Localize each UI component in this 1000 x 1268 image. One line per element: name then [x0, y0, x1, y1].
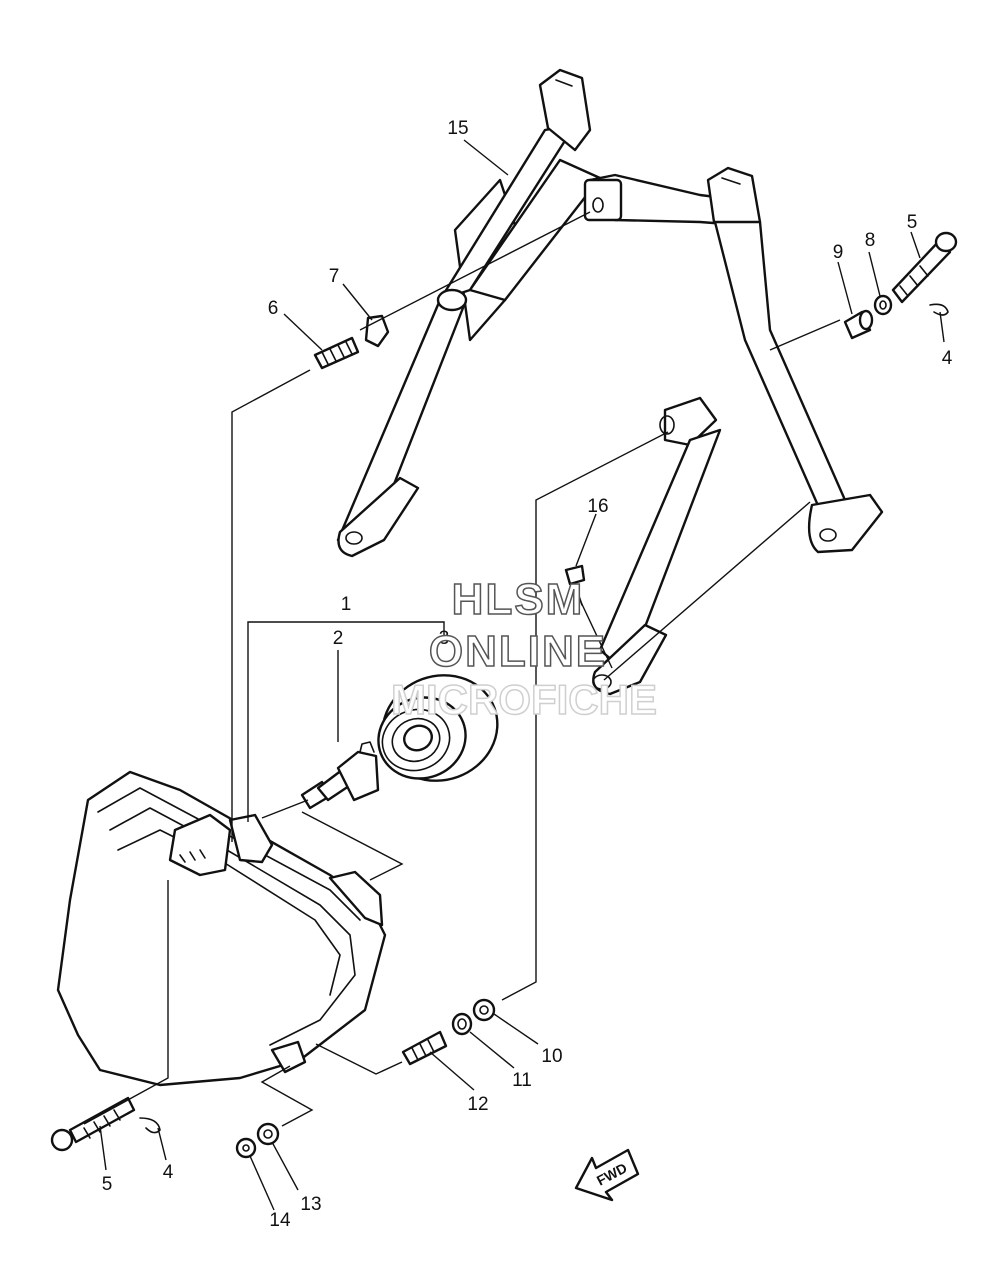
- callout-6: 6: [268, 298, 279, 319]
- nut-14: [235, 1137, 257, 1159]
- nut-13: [256, 1122, 280, 1146]
- spring-6: [313, 336, 360, 370]
- callout-5-bottom: 5: [102, 1174, 113, 1195]
- callout-4-top: 4: [942, 348, 953, 369]
- callout-15: 15: [447, 118, 468, 139]
- bulb-socket-cover: [377, 674, 499, 782]
- callout-10: 10: [541, 1046, 562, 1067]
- callout-16: 16: [587, 496, 608, 517]
- bolt-5-top: [891, 231, 958, 304]
- callout-1: 1: [341, 594, 352, 615]
- watermark-line-3: MICROFICHE: [391, 676, 657, 723]
- watermark-line-1: HLSM: [452, 575, 585, 624]
- callout-2: 2: [333, 628, 344, 649]
- leader-lines: [99, 139, 945, 1211]
- bolt-5-bottom: [50, 1096, 136, 1152]
- callout-5-top: 5: [907, 212, 918, 233]
- grommet-11: [451, 1012, 473, 1036]
- callout-14: 14: [269, 1210, 291, 1231]
- callout-labels: 1 2 3 4 4 5 5 6 7 8 9 10 11 12 13 14 15 …: [102, 118, 953, 1231]
- collar-9: [843, 309, 874, 340]
- assembly-lines: [83, 211, 841, 1127]
- callout-4-bottom: 4: [163, 1162, 174, 1183]
- callout-9: 9: [833, 242, 844, 263]
- callout-7: 7: [329, 266, 340, 287]
- cotter-pin-4-top: [929, 303, 949, 316]
- washer-8: [873, 294, 893, 316]
- fwd-arrow: FWD: [574, 1148, 640, 1202]
- screw-16: [564, 564, 586, 606]
- callout-11: 11: [512, 1070, 532, 1091]
- callout-13: 13: [300, 1194, 321, 1215]
- watermark-line-2: ONLINE: [429, 627, 607, 676]
- callout-8: 8: [865, 230, 876, 251]
- headlight-housing: [56, 770, 387, 1087]
- headlight-stay-bracket: [336, 68, 884, 696]
- cotter-pin-4-bottom: [139, 1117, 161, 1134]
- callout-12: 12: [467, 1094, 488, 1115]
- watermark: HLSM ONLINE MICROFICHE: [390, 574, 658, 724]
- callout-3: 3: [439, 628, 450, 649]
- nut-10: [472, 998, 496, 1022]
- spring-12: [401, 1030, 448, 1066]
- headlight-bulb: [300, 741, 380, 810]
